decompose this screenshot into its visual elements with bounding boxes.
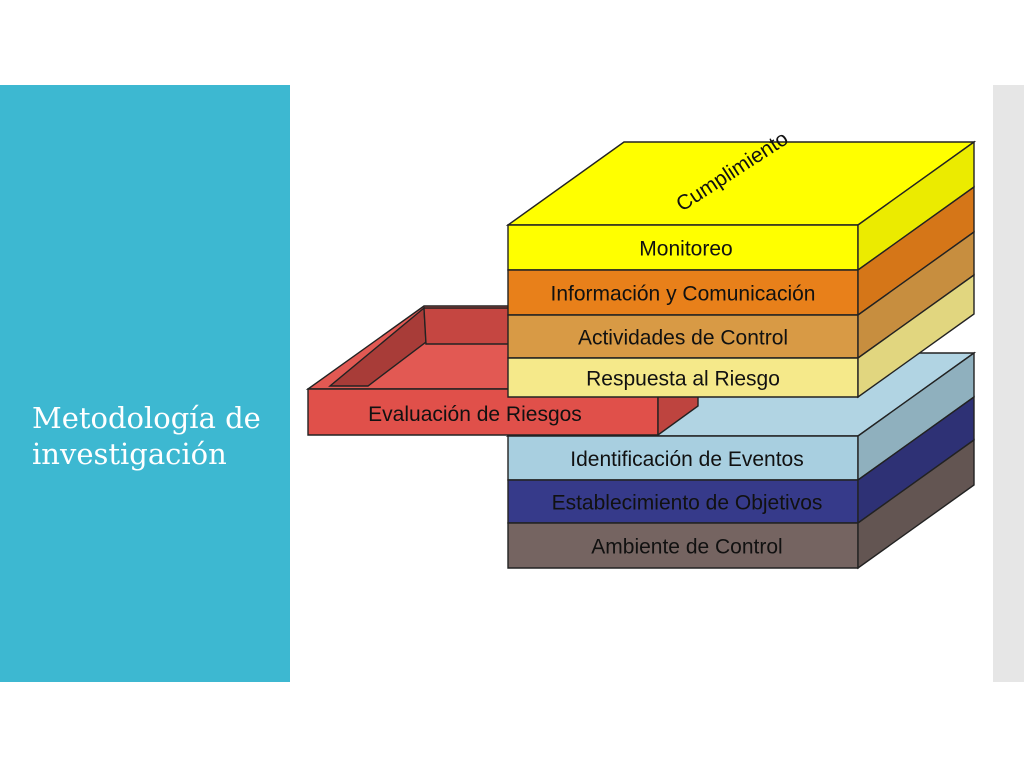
lower-layer-side xyxy=(857,438,975,570)
upper-layer-label: Actividades de Control xyxy=(578,327,788,350)
lower-layer-label: Ambiente de Control xyxy=(591,536,782,559)
right-edge-strip xyxy=(993,85,1024,682)
upper-layer-label: Monitoreo xyxy=(639,238,732,261)
title-panel: Metodología de investigación xyxy=(0,85,290,682)
upper-layer-label: Información y Comunicación xyxy=(551,283,816,306)
lower-layer-label: Establecimiento de Objetivos xyxy=(552,492,823,515)
upper-layer-side xyxy=(857,273,975,399)
lower-layer-label: Identificación de Eventos xyxy=(570,448,803,471)
slide-title: Metodología de investigación xyxy=(32,401,261,471)
risk-layer-label: Evaluación de Riesgos xyxy=(368,403,582,426)
upper-layer-label: Respuesta al Riesgo xyxy=(586,368,780,391)
